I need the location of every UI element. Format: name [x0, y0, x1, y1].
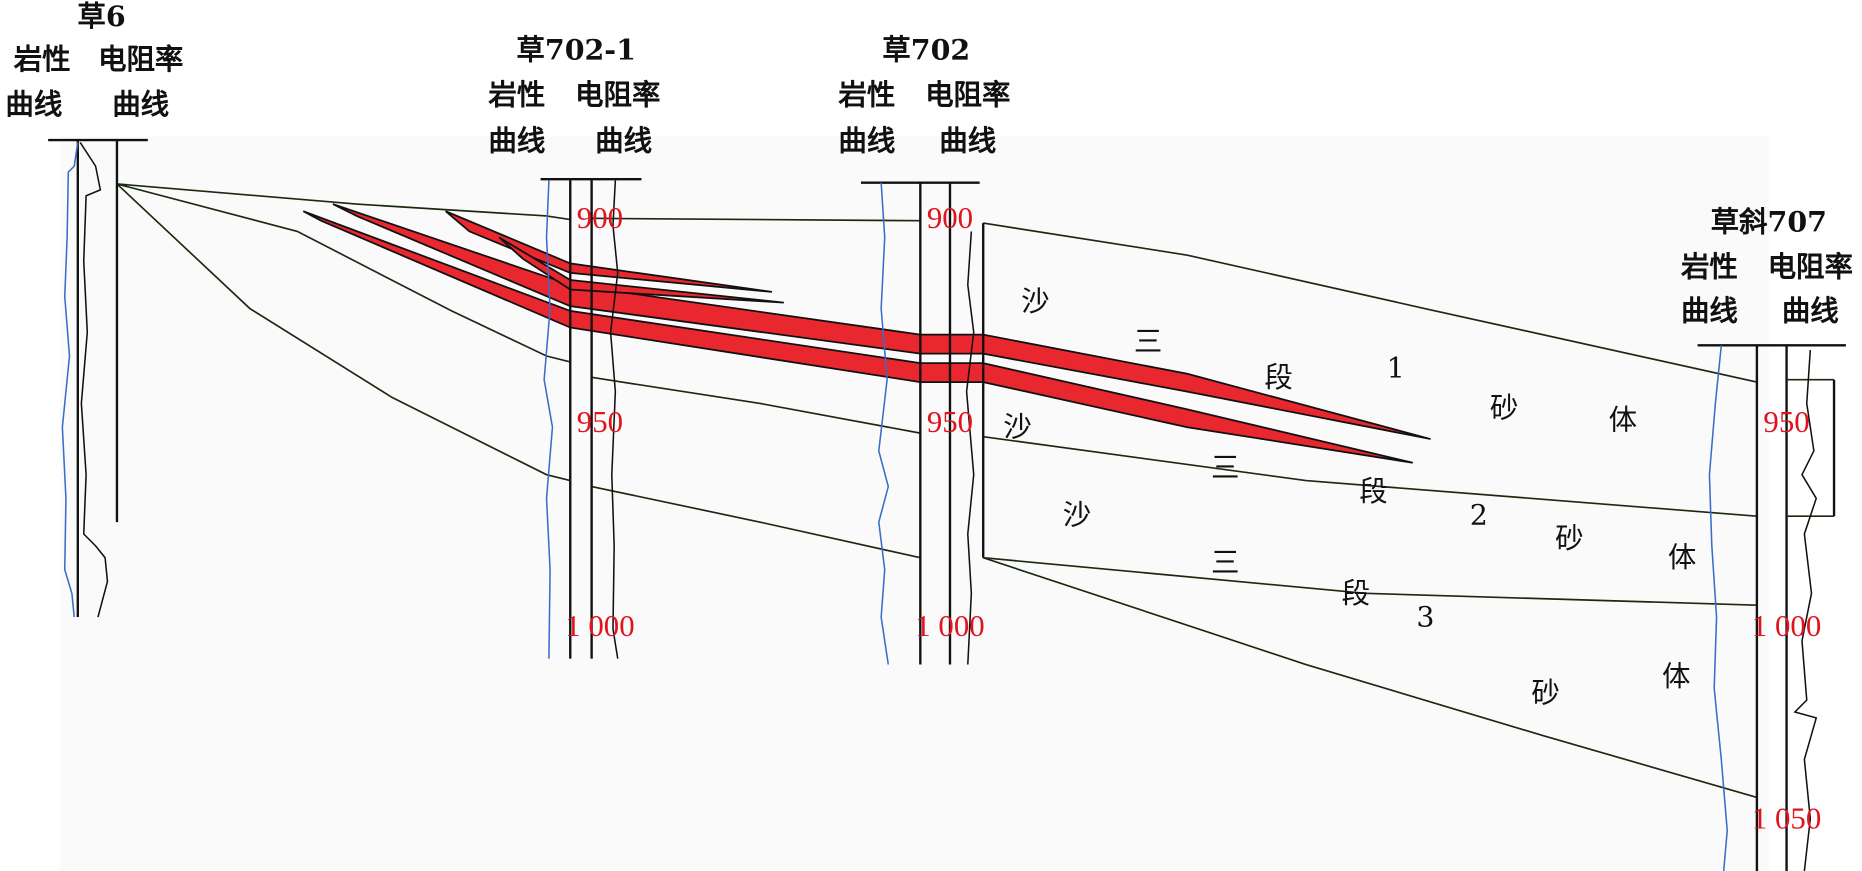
lithology-curve — [965, 231, 975, 665]
unit-3-label: 沙 三 段 3 砂 体 — [1063, 498, 1691, 709]
well-title: 草702 — [882, 32, 970, 66]
unit-2-label: 沙 三 段 2 砂 体 — [1003, 411, 1696, 575]
well-title: 草斜707 — [1711, 204, 1827, 238]
resistivity-curve — [543, 180, 554, 659]
resistivity-label: 电阻率 — [925, 77, 1010, 111]
unit-char: 沙 — [1063, 498, 1091, 531]
unit-char: 体 — [1662, 660, 1690, 693]
well-cao702: 草702 岩性 电阻率 曲线 曲线 900 950 1 000 — [837, 32, 1010, 665]
resistivity-curve-label: 曲线 — [595, 124, 652, 158]
boundary-2-right — [983, 556, 1757, 607]
well-cao702-1: 草702-1 岩性 电阻率 曲线 曲线 900 950 1 000 — [487, 32, 660, 659]
well-title: 草6 — [77, 0, 125, 33]
unit-char: 段 — [1264, 361, 1292, 394]
lithology-curve-label: 曲线 — [488, 124, 545, 158]
depth-label: 1 050 — [1752, 801, 1821, 835]
well-caoxie707: 草斜707 岩性 电阻率 曲线 曲线 950 1 000 1 050 — [1680, 204, 1853, 871]
resistivity-curve-label: 曲线 — [939, 124, 996, 158]
resistivity-curve — [61, 142, 79, 618]
lithology-label: 岩性 — [487, 77, 545, 111]
depth-label: 900 — [577, 201, 623, 235]
sand-body-upper — [332, 203, 1431, 440]
boundary-2-mid — [591, 485, 921, 559]
unit-char: 段 — [1342, 577, 1370, 610]
resistivity-curve — [1708, 345, 1729, 871]
resistivity-curve — [878, 182, 890, 665]
unit-char: 1 — [1387, 351, 1405, 384]
depth-label: 1 000 — [915, 609, 984, 643]
unit-char: 三 — [1134, 325, 1162, 358]
boundary-top-mid — [591, 217, 921, 222]
resistivity-curve-label: 曲线 — [112, 87, 169, 121]
unit-char: 三 — [1211, 451, 1239, 484]
lithology-label: 岩性 — [1680, 249, 1738, 283]
unit-char: 沙 — [1003, 411, 1031, 444]
resistivity-label: 电阻率 — [575, 77, 660, 111]
depth-label: 950 — [1763, 405, 1809, 439]
lithology-label: 岩性 — [13, 42, 71, 76]
lithology-curve-label: 曲线 — [5, 87, 62, 121]
lithology-curve-label: 曲线 — [1681, 293, 1738, 327]
depth-label: 1 000 — [565, 609, 634, 643]
depth-label: 1 000 — [1752, 609, 1821, 643]
stratum-boundaries — [116, 183, 1758, 799]
boundary-1-right — [983, 435, 1757, 518]
unit-char: 段 — [1359, 475, 1387, 508]
unit-char: 3 — [1416, 601, 1434, 634]
unit-char: 体 — [1609, 404, 1637, 437]
resistivity-label: 电阻率 — [1768, 249, 1853, 283]
unit-char: 体 — [1668, 541, 1696, 574]
boundary-3-right — [982, 556, 1758, 799]
depth-label: 900 — [927, 201, 973, 235]
sand-lens-thin-1 — [445, 210, 773, 293]
unit-char: 沙 — [1021, 285, 1049, 318]
well-title: 草702-1 — [516, 32, 636, 66]
boundary-top-left — [116, 183, 571, 221]
unit-char: 砂 — [1555, 522, 1583, 555]
lithology-curve-label: 曲线 — [838, 124, 895, 158]
resistivity-curve-label: 曲线 — [1782, 293, 1839, 327]
lithology-curve — [79, 141, 109, 618]
boundary-1-left — [116, 183, 571, 363]
unit-char: 砂 — [1490, 392, 1518, 425]
sand-body-lower — [302, 210, 1413, 464]
unit-char: 三 — [1211, 546, 1239, 579]
boundary-1-mid — [591, 376, 921, 434]
lithology-curve — [609, 180, 619, 659]
well-cao6: 草6 岩性 电阻率 曲线 曲线 — [5, 0, 183, 618]
lithology-label: 岩性 — [837, 77, 895, 111]
depth-label: 950 — [577, 405, 623, 439]
boundary-top-right — [983, 222, 1758, 383]
unit-char: 砂 — [1531, 676, 1559, 709]
lithology-curve — [1793, 350, 1818, 871]
boundary-2-left — [116, 183, 571, 482]
section-background — [60, 136, 1769, 871]
unit-1-label: 沙 三 段 1 砂 体 — [1021, 285, 1637, 437]
resistivity-label: 电阻率 — [98, 42, 183, 76]
unit-char: 2 — [1470, 498, 1488, 531]
depth-label: 950 — [927, 405, 973, 439]
